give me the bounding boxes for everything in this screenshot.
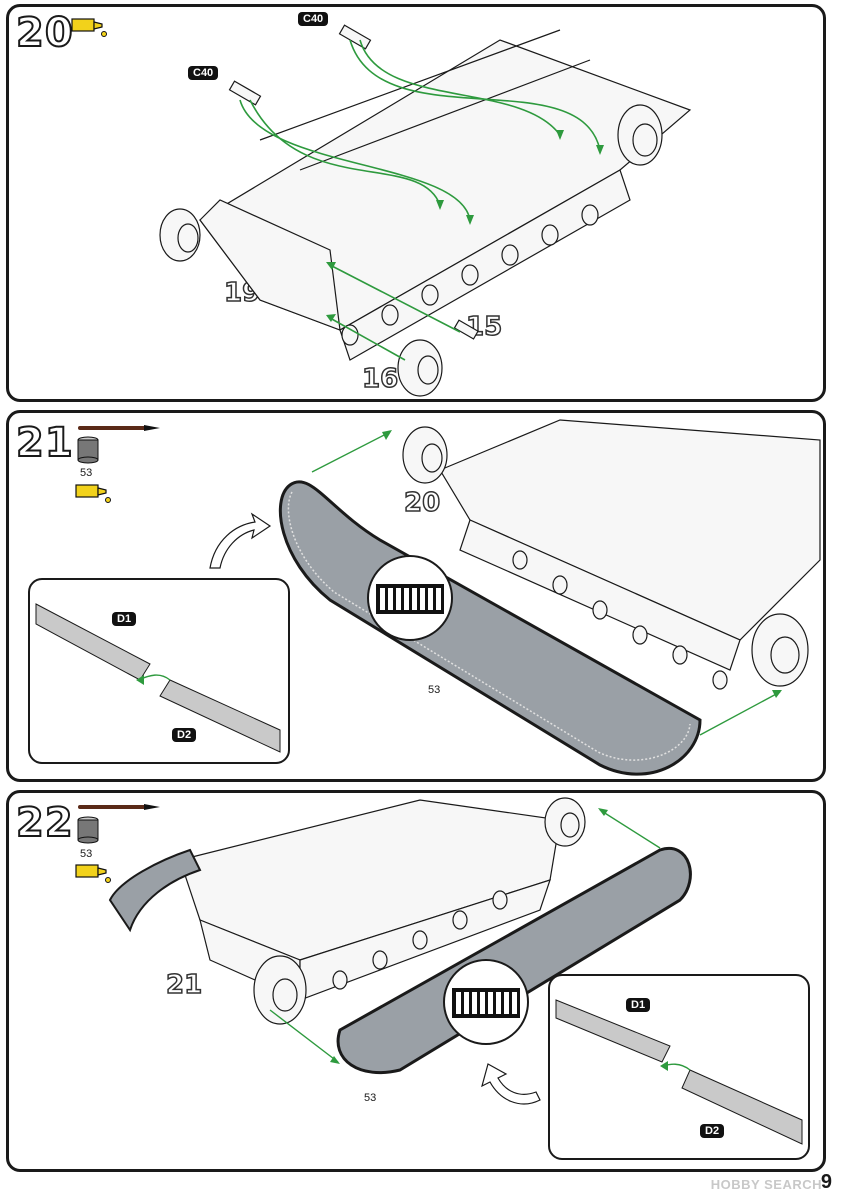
paintbrush-icon [78, 422, 162, 434]
track-part-number: 53 [364, 1092, 377, 1104]
track-part-number: 53 [428, 684, 441, 696]
paint-pot-icon [76, 816, 100, 844]
callout-part-20: 20 [403, 487, 441, 519]
callout-part-21: 21 [165, 969, 203, 1001]
paint-code: 53 [80, 848, 93, 860]
watermark: HOBBY SEARCH [710, 1177, 822, 1192]
page-number: 9 [820, 1171, 832, 1193]
callout-part-19: 19 [223, 277, 261, 309]
track-joint-inset [28, 578, 290, 764]
glue-tube-icon [70, 16, 110, 38]
glue-tube-icon [74, 482, 114, 504]
track-joint-inset [548, 974, 810, 1160]
glue-tube-icon [74, 862, 114, 884]
step-number: 21 [15, 419, 74, 467]
inset-tag-d1: D1 [112, 612, 137, 626]
inset-tag-d2: D2 [700, 1124, 725, 1138]
paint-pot-icon [76, 436, 100, 464]
step-20-panel [6, 4, 826, 402]
callout-part-16: 16 [361, 363, 399, 395]
inset-tag-d1: D1 [626, 998, 651, 1012]
paint-code: 53 [80, 467, 93, 479]
paintbrush-icon [78, 801, 162, 813]
inset-tag-d2: D2 [172, 728, 197, 742]
step-number: 20 [15, 9, 74, 57]
step-number: 22 [15, 799, 74, 847]
part-tag-c40: C40 [298, 12, 329, 26]
callout-part-15: 15 [465, 311, 503, 343]
part-tag-c40: C40 [188, 66, 219, 80]
